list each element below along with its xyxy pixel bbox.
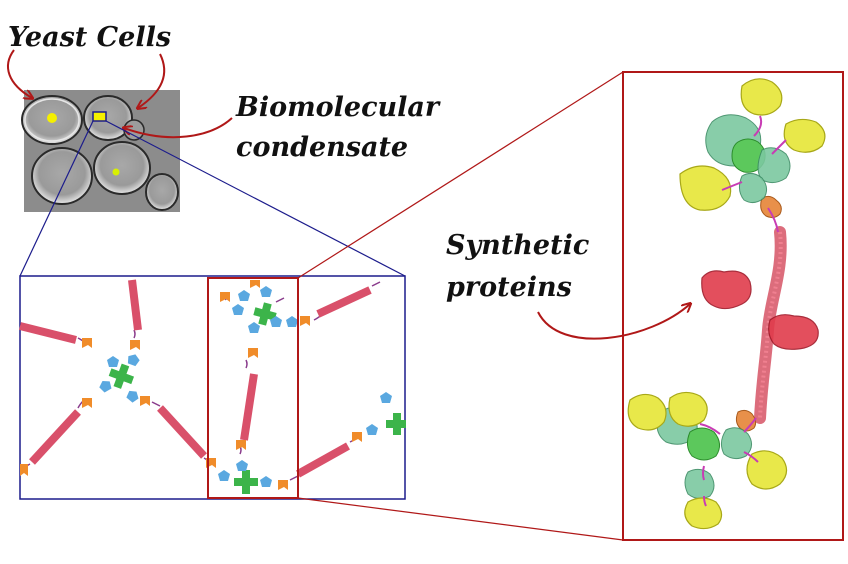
structure-linkers	[699, 115, 787, 507]
pentagon-domain	[107, 356, 119, 367]
pentagon-domain	[260, 476, 272, 487]
hub-cross	[386, 413, 406, 435]
teal-domain	[684, 468, 715, 500]
teal-domain	[757, 147, 791, 184]
yeast-cell	[93, 141, 151, 195]
zoom-line-top	[297, 71, 624, 279]
synthetic-label-line1: Synthetic	[446, 230, 590, 261]
yeast-micrograph	[21, 90, 180, 212]
wedge-domain	[20, 464, 28, 476]
rod	[296, 442, 350, 478]
protein-structure	[622, 71, 844, 541]
wedge-domain	[82, 398, 92, 408]
yellow-domain	[627, 393, 667, 431]
condensate-dot	[47, 113, 57, 123]
pentagon-domain	[248, 322, 260, 333]
condensate-label-line1: Biomolecular	[236, 92, 440, 123]
protein-network	[19, 275, 406, 500]
zoom-line-right	[105, 120, 406, 277]
yeast-cell	[31, 147, 93, 205]
zoom-line-bottom	[297, 497, 624, 541]
rod	[240, 373, 258, 441]
pentagon-domain	[126, 390, 139, 403]
pentagon-domain	[236, 460, 248, 471]
wedge-domain	[300, 316, 310, 326]
wedge-domain	[248, 348, 258, 358]
pentagon-domain	[380, 392, 392, 403]
condensate-highlight-box	[92, 111, 107, 122]
wedges	[20, 280, 362, 490]
yellow-domain	[740, 78, 783, 116]
pentagon-domain	[127, 354, 140, 367]
helical-rod	[754, 226, 787, 424]
hub-cross	[108, 363, 135, 389]
red-domain	[768, 314, 819, 350]
yeast-cell	[145, 173, 179, 211]
condensate-dot	[112, 168, 120, 176]
hub-cross	[234, 470, 258, 494]
yellow-domain	[783, 118, 826, 153]
wedge-domain	[82, 338, 92, 348]
rods	[19, 279, 372, 478]
wedge-domain	[250, 280, 260, 288]
pentagon-domain	[286, 316, 298, 327]
wedge-domain	[236, 440, 246, 450]
pentagon-domain	[260, 286, 272, 297]
rod	[29, 409, 81, 465]
wedge-domain	[140, 396, 150, 406]
rod	[157, 405, 207, 459]
yeast-arrow-right	[138, 53, 166, 108]
teal-domain	[720, 427, 752, 460]
yeast-cells-label: Yeast Cells	[8, 22, 172, 53]
pentagon-domain	[218, 470, 230, 481]
rod	[19, 322, 77, 344]
wedge-domain	[220, 292, 230, 302]
rod	[128, 279, 142, 331]
pentagon-domain	[366, 424, 378, 435]
wedge-domain	[130, 340, 140, 350]
hubs	[108, 302, 406, 494]
wedge-domain	[278, 480, 288, 490]
red-domain	[701, 270, 752, 310]
network-panel	[19, 275, 406, 500]
wedge-domain	[352, 432, 362, 442]
pentagon-domain	[270, 316, 282, 327]
zoom-line-left	[19, 120, 94, 277]
pentagons	[99, 286, 392, 487]
yeast-cell	[83, 95, 133, 141]
synthetic-arrow	[537, 304, 690, 340]
condensate-label-line2: condensate	[236, 132, 409, 163]
rod	[316, 286, 372, 318]
green-domain	[686, 427, 720, 461]
yellow-domain	[679, 165, 732, 211]
pentagon-domain	[232, 304, 244, 315]
orange-domain	[760, 195, 782, 219]
teal-domain	[738, 172, 768, 204]
yeast-arrow-left	[7, 49, 32, 98]
synthetic-label-line2: proteins	[446, 272, 572, 303]
condensate-arrow	[124, 117, 233, 139]
yellow-domain	[684, 497, 723, 530]
pentagon-domain	[99, 380, 112, 393]
hub-cross	[253, 302, 277, 326]
yellow-domain	[668, 391, 708, 427]
green-domain	[731, 138, 766, 173]
pentagon-domain	[238, 290, 250, 301]
selection-box	[207, 277, 299, 499]
